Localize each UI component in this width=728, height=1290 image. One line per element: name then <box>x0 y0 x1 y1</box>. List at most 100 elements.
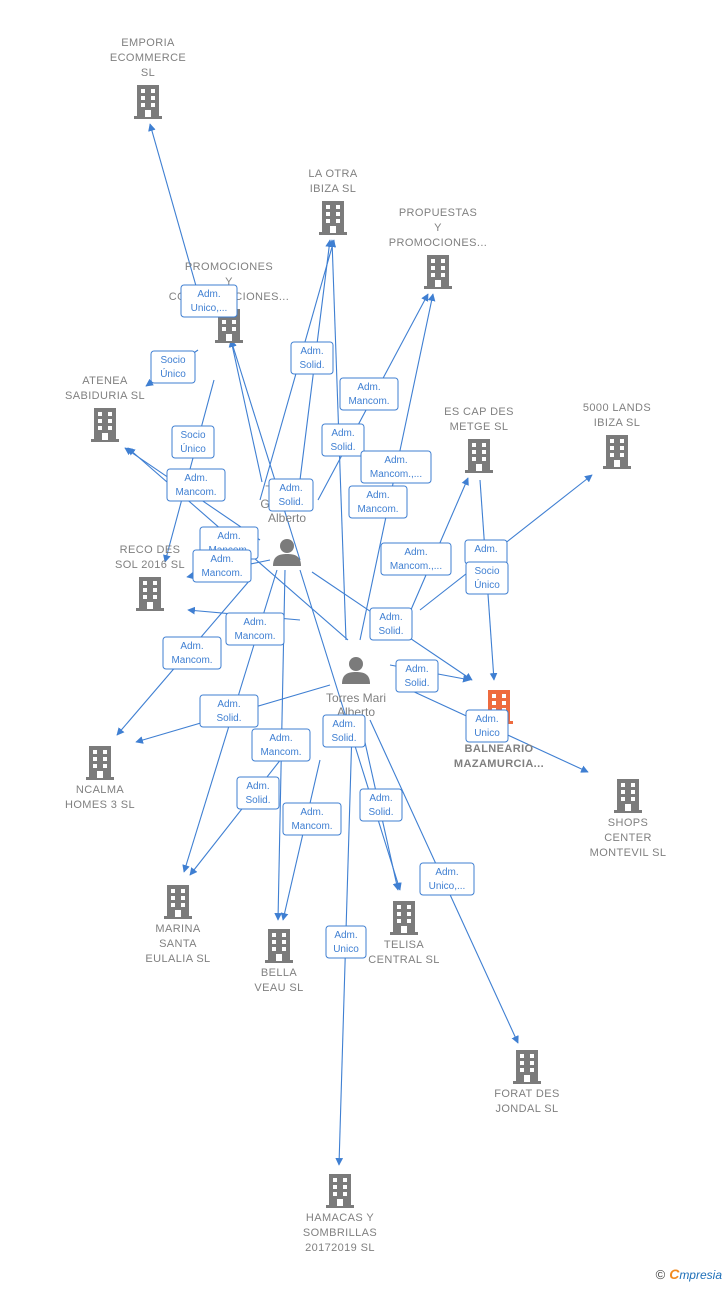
relation-label-box <box>225 612 285 646</box>
relation-label[interactable]: Adm. <box>464 539 508 565</box>
relation-label-text: Adm. <box>300 346 323 357</box>
relation-label[interactable]: Adm. Mancom.,... <box>380 542 452 576</box>
relation-label[interactable]: Adm.Solid. <box>395 659 439 693</box>
person-label: Torres Mari <box>326 691 386 705</box>
relation-label-text: Mancom. <box>234 631 275 642</box>
relation-label-text: Adm. <box>384 455 407 466</box>
company-label: EULALIA SL <box>145 953 210 965</box>
relation-label-text: Solid. <box>378 626 403 637</box>
company-label: 20172019 SL <box>305 1242 375 1254</box>
relation-label-text: Adm. <box>366 490 389 501</box>
relation-label[interactable]: Adm.Mancom. <box>192 549 252 583</box>
relation-label-box <box>251 728 311 762</box>
company-label: MAZAMURCIA... <box>454 758 544 770</box>
relation-label-text: Solid. <box>368 807 393 818</box>
relation-label-box <box>339 377 399 411</box>
copyright-footer: © Cmpresia <box>656 1266 722 1282</box>
company-node-lands[interactable]: 5000 LANDS IBIZA SL <box>583 402 651 469</box>
relation-label[interactable]: Adm.Mancom. <box>162 636 222 670</box>
relation-label[interactable]: Adm.Mancom. <box>339 377 399 411</box>
relation-label[interactable]: Adm.Mancom. <box>348 485 408 519</box>
relation-label[interactable]: Adm.Solid. <box>199 694 259 728</box>
relation-label-box <box>369 607 413 641</box>
relation-label-text: Adm. <box>184 473 207 484</box>
relation-label-text: Adm. <box>217 531 240 542</box>
relation-label-text: Adm. <box>246 781 269 792</box>
relation-label-text: Mancom.,... <box>390 561 442 572</box>
relation-label[interactable]: Adm.Solid. <box>321 423 365 457</box>
relation-label[interactable]: Adm.Unico <box>465 709 509 743</box>
relation-label-text: Adm. <box>404 547 427 558</box>
relation-label[interactable]: Adm. Mancom. <box>166 468 226 502</box>
relation-label-text: Socio <box>160 355 185 366</box>
relation-label-text: Adm. <box>269 733 292 744</box>
relation-label-box <box>325 925 367 959</box>
building-icon <box>614 779 642 813</box>
relation-label-text: Adm. <box>279 483 302 494</box>
relation-label-text: Mancom. <box>260 747 301 758</box>
relation-label[interactable]: Adm.Mancom. <box>282 802 342 836</box>
company-label: HOMES 3 SL <box>65 799 135 811</box>
company-label: PROPUESTAS <box>399 207 477 219</box>
company-label: MONTEVIL SL <box>590 847 667 859</box>
building-icon <box>265 929 293 963</box>
relation-label[interactable]: Adm.Solid. <box>359 788 403 822</box>
relation-label-text: Adm. <box>197 289 220 300</box>
building-icon <box>603 435 631 469</box>
company-label: 5000 LANDS <box>583 402 651 414</box>
relation-label[interactable]: Adm.Mancom.,... <box>360 450 432 484</box>
copyright-icon: © <box>655 1266 666 1282</box>
company-label: IBIZA SL <box>594 417 641 429</box>
building-icon <box>134 85 162 119</box>
company-label: SOMBRILLAS <box>303 1227 377 1239</box>
relation-label-text: Mancom. <box>175 487 216 498</box>
relation-label[interactable]: Adm.Solid. <box>268 478 314 512</box>
building-icon <box>424 255 452 289</box>
company-label: ATENEA <box>82 375 128 387</box>
relation-label[interactable]: Adm.Solid. <box>369 607 413 641</box>
company-label: JONDAL SL <box>495 1103 558 1115</box>
relation-label[interactable]: Adm. Unico,... <box>180 284 238 318</box>
relation-label[interactable]: Adm.Unico,... <box>419 862 475 896</box>
company-label: SHOPS <box>608 817 649 829</box>
relation-label[interactable]: Adm.Solid. <box>322 714 366 748</box>
relation-label-text: Unico,... <box>191 303 228 314</box>
company-label: TELISA <box>384 939 425 951</box>
company-label: VEAU SL <box>254 982 303 994</box>
company-node-balneario[interactable]: OLBALNEARIOMAZAMURCIA... <box>454 690 544 770</box>
relation-label-box <box>199 694 259 728</box>
relation-label[interactable]: Adm. Mancom. <box>251 728 311 762</box>
company-label: Y <box>434 222 442 234</box>
relation-label-text: Solid. <box>245 795 270 806</box>
relationship-edge <box>229 339 301 561</box>
brand-logo[interactable]: Cmpresia <box>669 1266 722 1282</box>
company-node-propuestas[interactable]: PROPUESTASYPROMOCIONES... <box>389 207 488 289</box>
company-label: Y <box>225 276 233 288</box>
relation-label[interactable]: Adm.Solid. <box>290 341 334 375</box>
relation-label-text: Socio <box>180 430 205 441</box>
relation-label-box <box>166 468 226 502</box>
company-label: METGE SL <box>450 421 509 433</box>
building-icon <box>319 201 347 235</box>
relation-label[interactable]: Adm. Solid. <box>236 776 280 810</box>
relation-label[interactable]: Adm.Mancom. <box>225 612 285 646</box>
relation-label-box <box>282 802 342 836</box>
relation-label-text: Socio <box>474 566 499 577</box>
relation-label[interactable]: Adm.Unico <box>325 925 367 959</box>
